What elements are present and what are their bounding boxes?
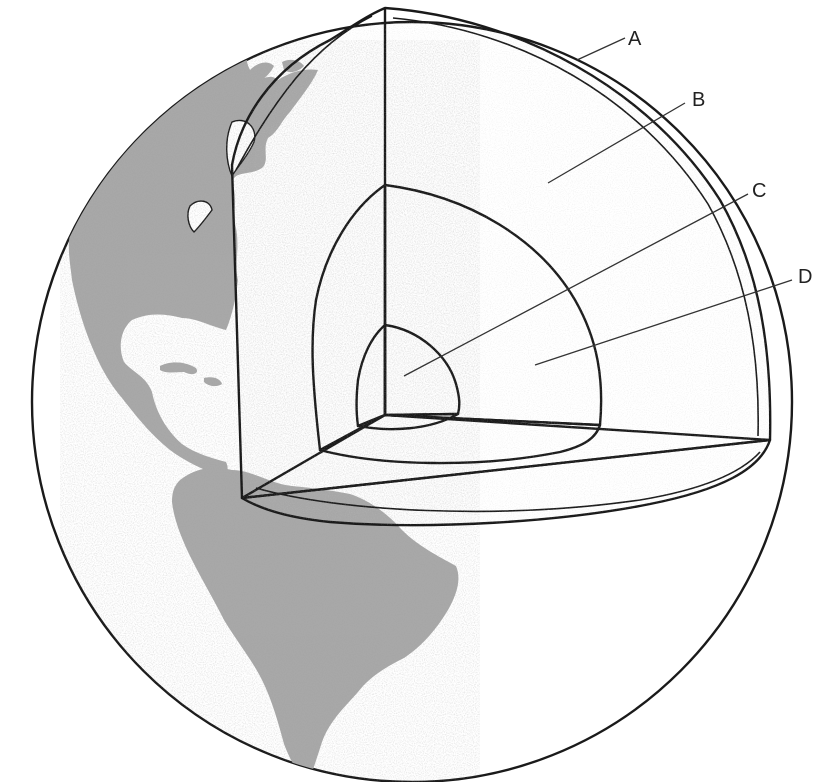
leader-A xyxy=(577,38,625,60)
label-A: A xyxy=(628,28,642,50)
label-B: B xyxy=(692,89,705,111)
label-C: C xyxy=(752,180,766,202)
label-D: D xyxy=(798,266,812,288)
layer-texture xyxy=(232,8,770,525)
